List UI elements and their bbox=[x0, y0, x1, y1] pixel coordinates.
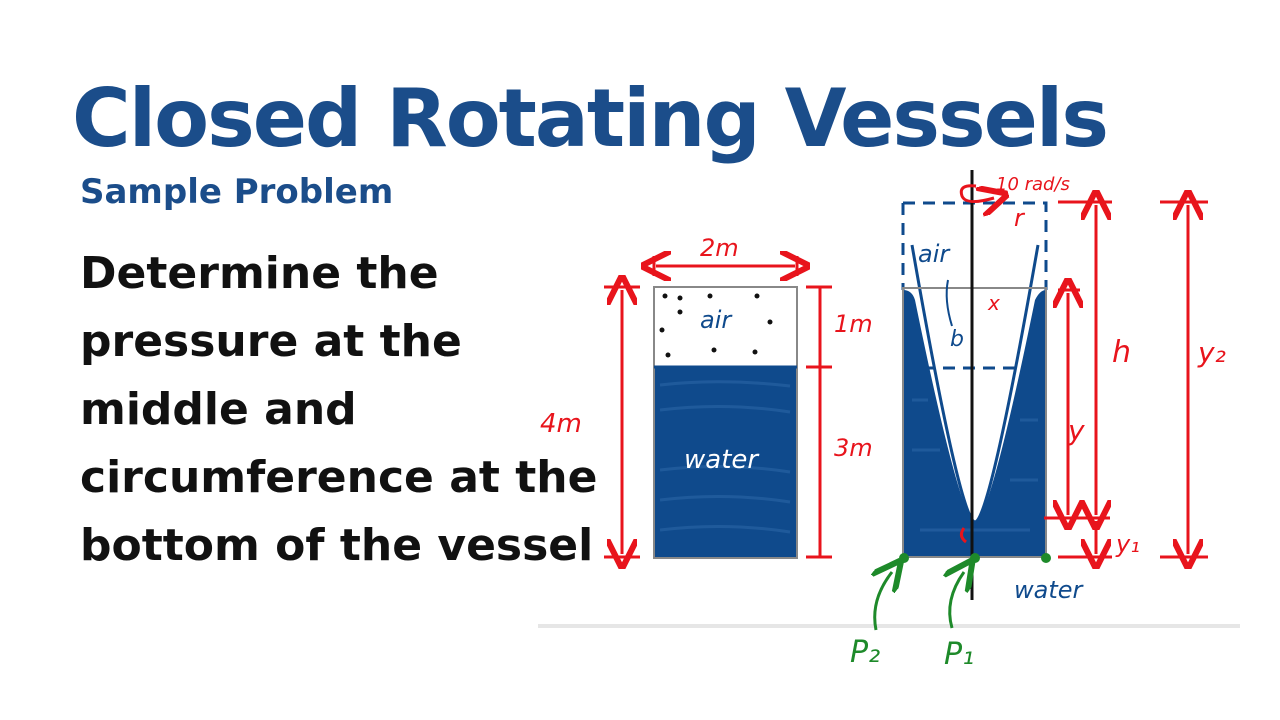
right-vessel: 10 rad/s r air b x y h y₁ y₂ water bbox=[850, 170, 1226, 672]
left-width-label: 2m bbox=[700, 234, 739, 262]
left-height-label: 4m bbox=[540, 409, 582, 439]
right-air-label: air bbox=[918, 240, 951, 268]
paraboloid-surface bbox=[910, 244, 1040, 524]
left-water-height-label: 3m bbox=[834, 434, 873, 462]
point-right-bottom bbox=[1041, 553, 1051, 563]
radius-label: r bbox=[1014, 204, 1026, 232]
y2-label: y₂ bbox=[1197, 336, 1226, 369]
problem-statement: Determine the pressure at the middle and… bbox=[80, 248, 598, 571]
rotation-arrow-icon bbox=[959, 184, 994, 202]
right-dashed-extension bbox=[901, 201, 1048, 290]
y-label: y bbox=[1067, 414, 1085, 447]
point-p2 bbox=[899, 553, 909, 563]
x-label: x bbox=[987, 291, 1000, 315]
left-air-height-label: 1m bbox=[834, 310, 873, 338]
point-p1 bbox=[970, 553, 980, 563]
page-title: Closed Rotating Vessels bbox=[72, 72, 1109, 165]
left-vessel: air water 2m 4m 1m 3m bbox=[540, 234, 873, 558]
b-label: b bbox=[950, 327, 964, 352]
p2-label: P₂ bbox=[850, 635, 880, 670]
h-label: h bbox=[1112, 335, 1131, 370]
left-water-label: water bbox=[684, 445, 760, 475]
rotation-label: 10 rad/s bbox=[996, 174, 1070, 195]
right-water-fill bbox=[903, 290, 1046, 557]
p1-label: P₁ bbox=[944, 637, 974, 672]
left-air-label: air bbox=[700, 306, 733, 334]
y1-label: y₁ bbox=[1115, 530, 1140, 558]
right-water-label: water bbox=[1014, 576, 1085, 604]
left-vessel-outline bbox=[653, 286, 798, 559]
page-subtitle: Sample Problem bbox=[80, 172, 394, 212]
